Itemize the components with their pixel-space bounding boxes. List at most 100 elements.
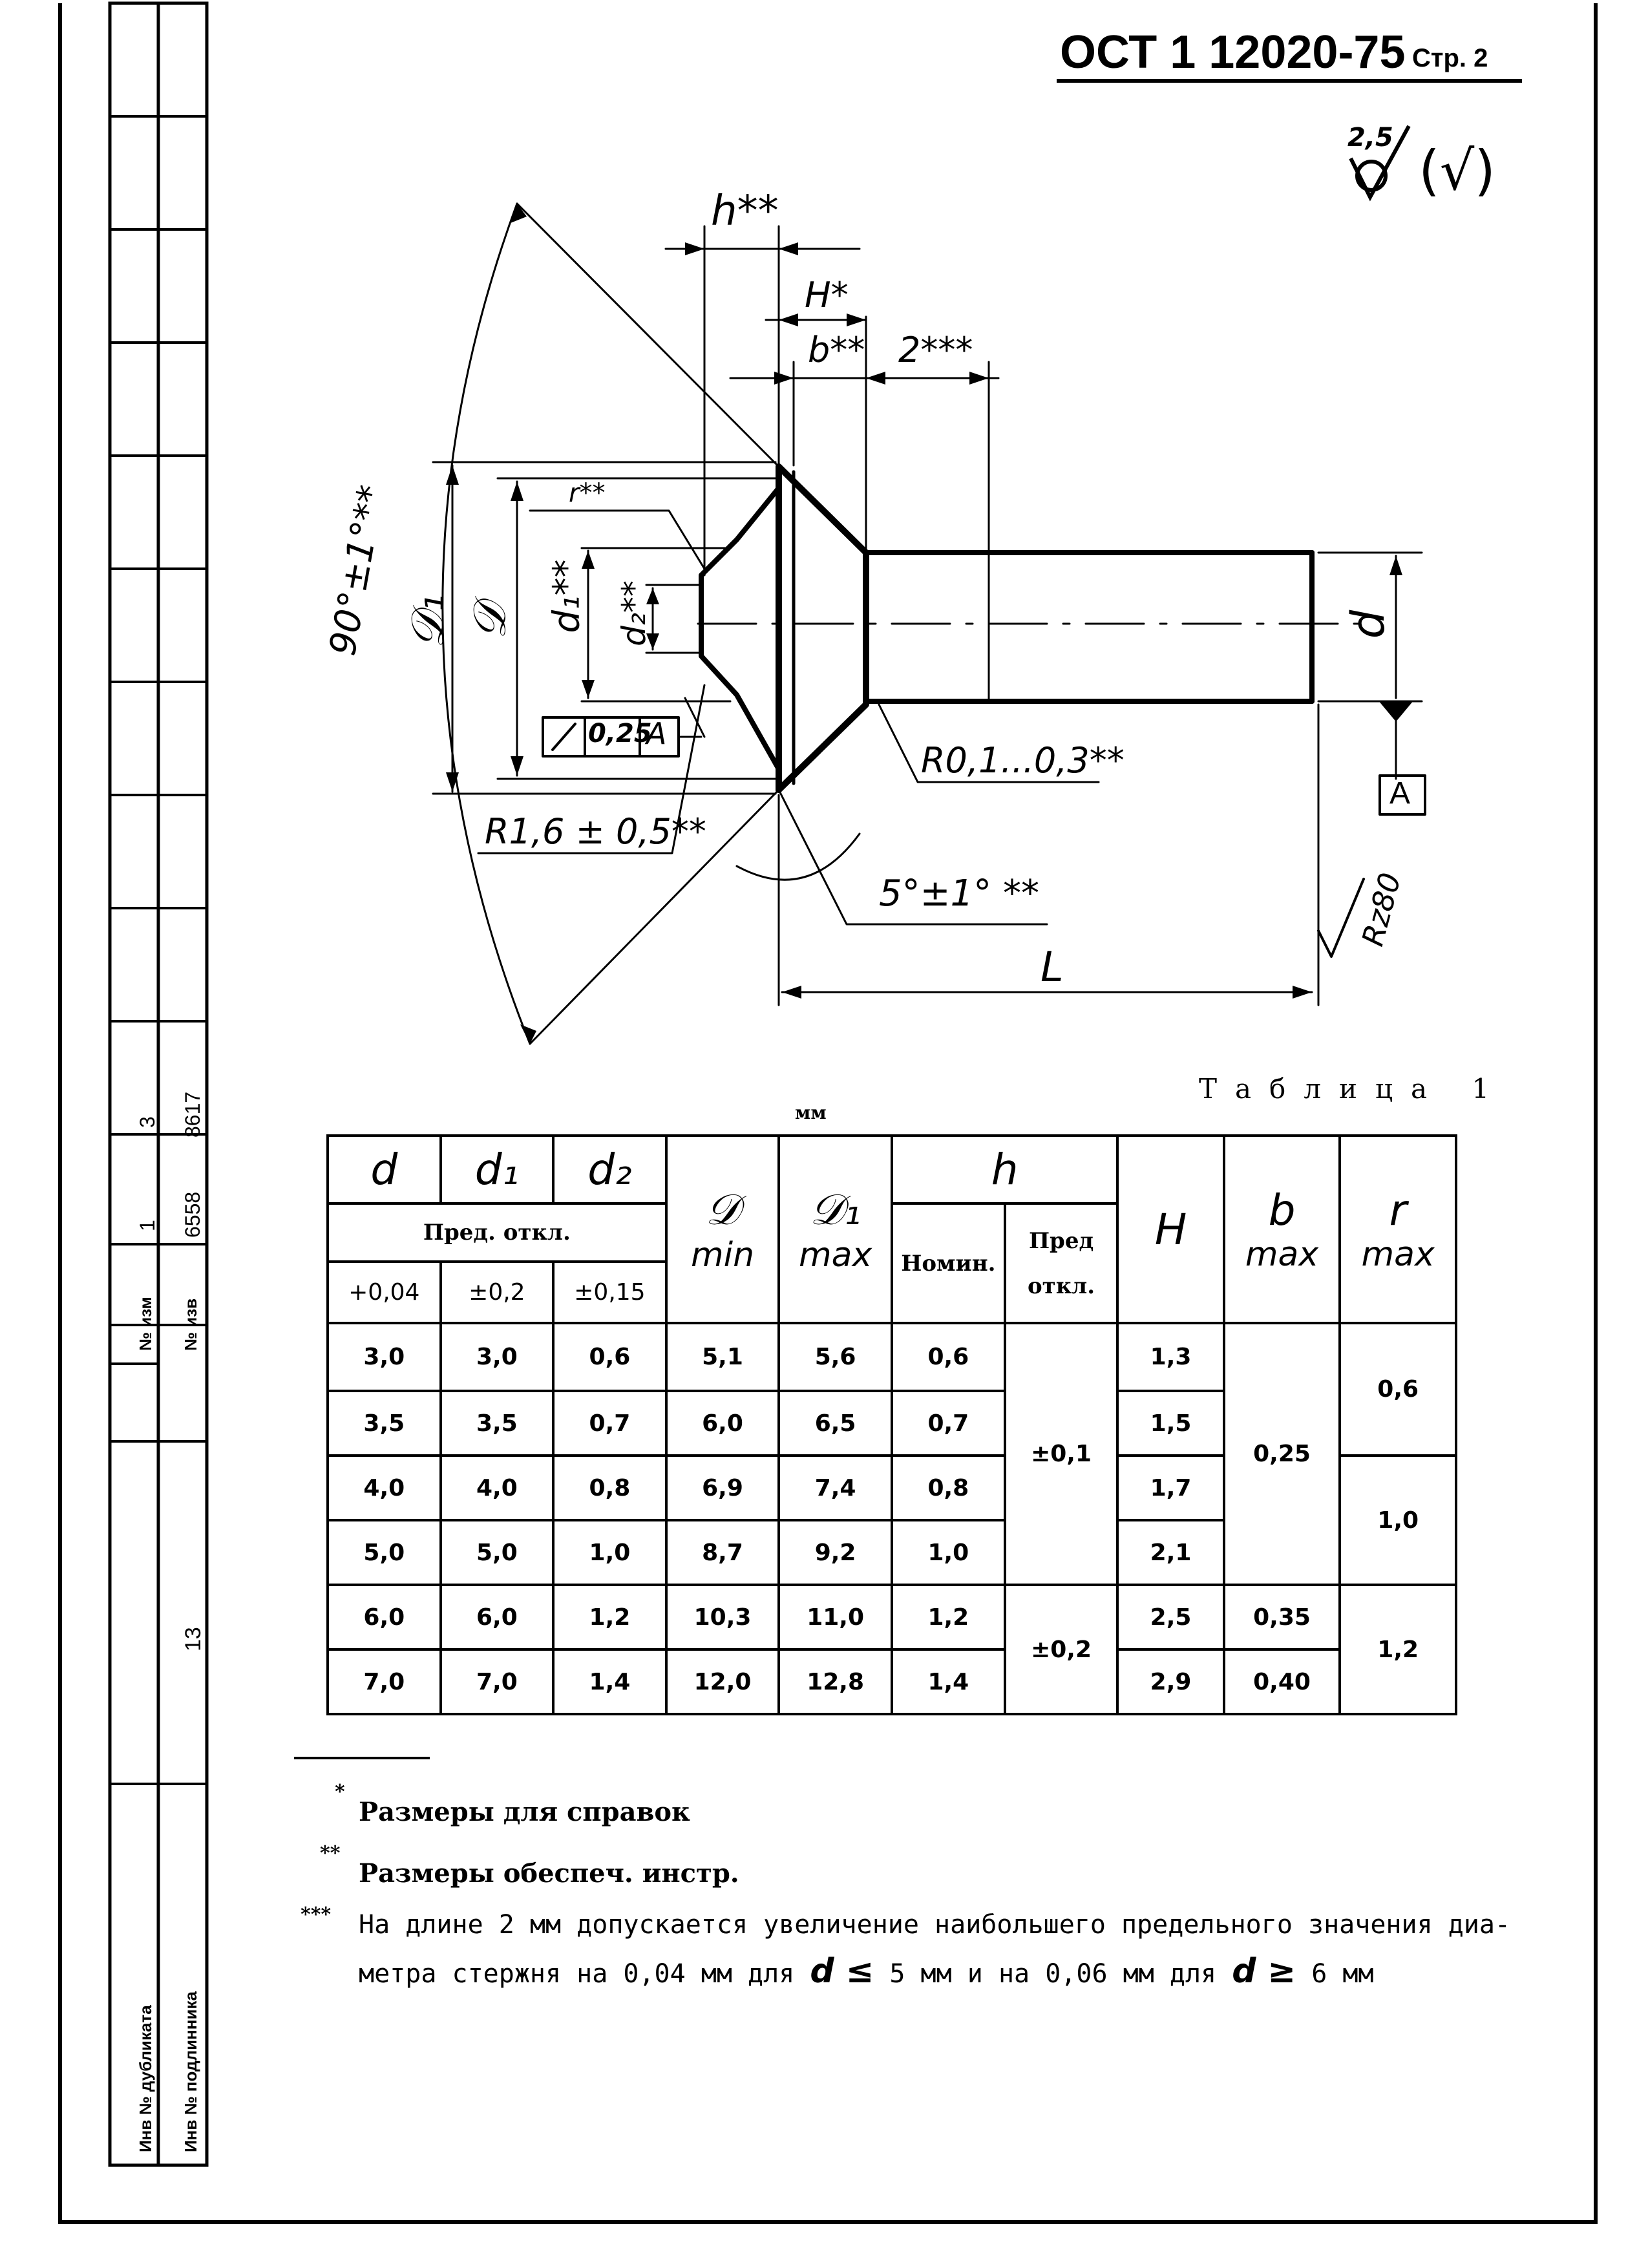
note-1-text: Размеры для справок [359,1797,690,1827]
note-3-sym-1: d ≤ [810,1952,874,1991]
label-podlinnika: Инв № подлинника [181,1991,200,2152]
col-header-D1: 𝒟₁ max [777,1134,893,1324]
cell-b-c: 0,40 [1222,1648,1342,1715]
cell-H: 2,9 [1116,1648,1225,1715]
cell-d: 5,0 [326,1519,442,1586]
datum-A: A [1389,776,1411,811]
note-2-mark: ** [320,1842,341,1865]
cell-r-a: 0,6 [1338,1322,1457,1457]
cell-h: 0,7 [890,1390,1006,1457]
cell-d1: 3,5 [439,1390,555,1457]
rev-num-2: 6558 [181,1191,204,1238]
col-header-D: 𝒟 min [664,1134,781,1324]
cell-h: 1,4 [890,1648,1006,1715]
col-header-d2: d₂ [552,1134,668,1205]
col-header-h: h [890,1134,1119,1205]
cell-D: 12,0 [664,1648,781,1715]
tol-group-header: Пред. откл. [326,1202,668,1263]
tol-frame-datum: A [646,716,667,751]
cell-d: 6,0 [326,1584,442,1651]
tol-frame-value: 0,25 [588,719,652,748]
label-D1: 𝒟₁ [401,594,454,649]
roughness-symbol [1349,125,1411,202]
col-header-h-dev-2: откл. [1028,1273,1095,1299]
label-L: L [1041,944,1064,991]
cell-r-b: 1,0 [1338,1454,1457,1586]
cell-b-a: 0,25 [1222,1322,1342,1586]
cell-d2: 0,7 [552,1390,668,1457]
note-3-line-2: метра стержня на 0,04 мм для d ≤ 5 мм и … [359,1952,1374,1991]
label-b: b** [808,330,865,370]
cell-D1: 5,6 [777,1322,893,1392]
label-angle5: 5°±1° ** [879,873,1039,915]
cell-d: 3,0 [326,1322,442,1392]
tol-d2: ±0,15 [552,1260,668,1324]
cell-r-c: 1,2 [1338,1584,1457,1715]
col-header-b-label: b [1268,1185,1296,1235]
col-header-r-label: r [1389,1185,1407,1235]
cell-D: 5,1 [664,1322,781,1392]
note-3-text-2c: 6 мм [1311,1959,1374,1989]
label-dublikata: Инв № дубликата [136,2005,155,2152]
cell-D: 6,9 [664,1454,781,1521]
col-header-d: d [326,1134,442,1205]
table-row: 3,5 3,5 0,7 6,0 6,5 0,7 1,5 [326,1390,1456,1457]
label-R16: R1,6 ± 0,5** [485,811,706,852]
note-2-text: Размеры обеспеч. инстр. [359,1858,739,1889]
tol-d1: ±0,2 [439,1260,555,1324]
col-header-D1-label: 𝒟₁ [810,1184,861,1235]
cell-d: 4,0 [326,1454,442,1521]
cell-D1: 11,0 [777,1584,893,1651]
label-d: d [1342,609,1395,639]
label-two: 2*** [898,330,973,370]
rev-col-2: 1 [136,1220,159,1231]
note-1-mark: * [335,1781,345,1803]
dimensions-table: d d₁ d₂ 𝒟 min 𝒟₁ max h H b max r max Пре… [326,1134,1457,1715]
table-units: мм [795,1102,827,1123]
table-row: 6,0 6,0 1,2 10,3 11,0 1,2 ±0,2 2,5 0,35 … [326,1584,1457,1715]
cell-h: 0,6 [890,1322,1006,1392]
roughness-value: 2,5 [1347,123,1393,153]
note-3-text-2a: метра стержня на 0,04 мм для [359,1959,795,1989]
label-D: 𝒟 [463,603,516,640]
cell-D: 10,3 [664,1584,781,1651]
cell-h: 1,2 [890,1584,1006,1651]
table-row: 5,0 5,0 1,0 8,7 9,2 1,0 2,1 [326,1519,1456,1586]
cell-d: 3,5 [326,1390,442,1457]
cell-d1: 6,0 [439,1584,555,1651]
label-H: H* [805,275,849,315]
col-header-D-label: 𝒟 [705,1184,740,1235]
footnote-rule [294,1757,430,1759]
col-header-r: r max [1338,1134,1457,1324]
cell-b-b: 0,35 [1222,1584,1342,1651]
col-header-d1: d₁ [439,1134,555,1205]
cell-H: 2,5 [1116,1584,1225,1651]
cell-d2: 1,2 [552,1584,668,1651]
cell-H: 1,7 [1116,1454,1225,1521]
cell-h-dev-b: ±0,2 [1003,1584,1119,1715]
col-header-D-sub: min [690,1235,755,1275]
table-row: 7,0 7,0 1,4 12,0 12,8 1,4 2,9 0,40 [326,1648,1456,1715]
col-header-b: b max [1222,1134,1342,1324]
cell-d2: 0,6 [552,1322,668,1392]
cell-D1: 6,5 [777,1390,893,1457]
cell-d2: 1,4 [552,1648,668,1715]
header-underline [1057,79,1522,83]
cell-D: 8,7 [664,1519,781,1586]
cell-h: 1,0 [890,1519,1006,1586]
col-header-D1-sub: max [798,1235,872,1275]
cell-D1: 9,2 [777,1519,893,1586]
cell-D: 6,0 [664,1390,781,1457]
cell-H: 1,3 [1116,1322,1225,1392]
label-h: h** [711,187,779,235]
cell-h-dev-a: ±0,1 [1003,1322,1119,1586]
rev-col-1: 3 [136,1116,159,1128]
col-header-r-sub: max [1361,1235,1435,1274]
cell-D1: 7,4 [777,1454,893,1521]
note-3-sym-2: d ≥ [1232,1952,1296,1991]
col-header-h-dev: Пред откл. [1003,1202,1119,1324]
cell-d: 7,0 [326,1648,442,1715]
cell-d2: 0,8 [552,1454,668,1521]
cell-d1: 5,0 [439,1519,555,1586]
cell-d2: 1,0 [552,1519,668,1586]
